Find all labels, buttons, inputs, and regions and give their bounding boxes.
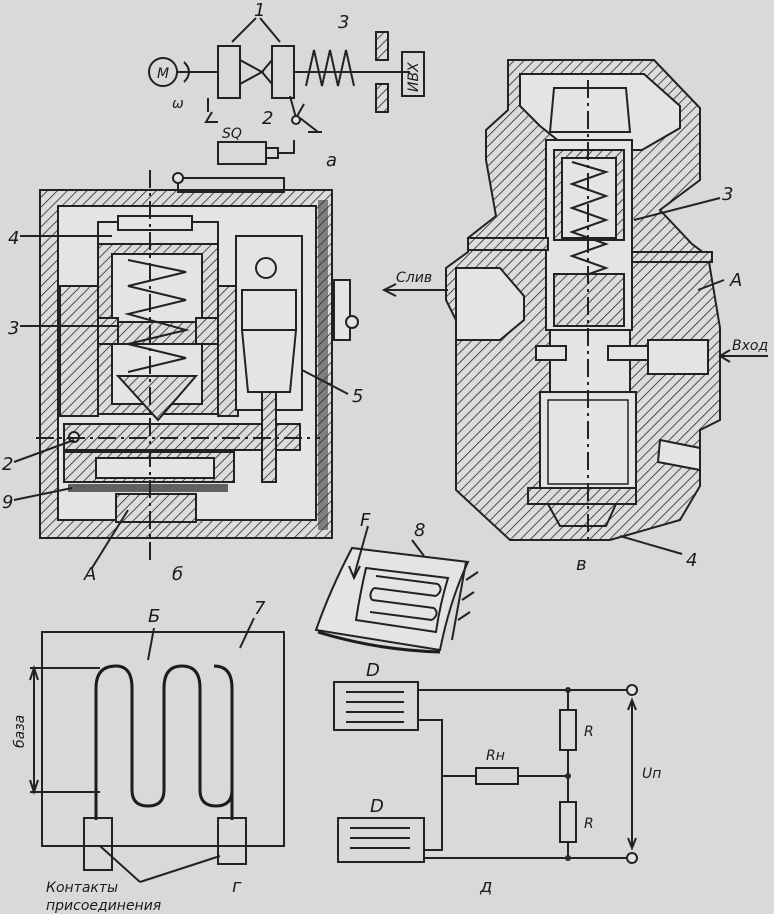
sq-sensor [217, 141, 267, 165]
label-5b: 5 [352, 386, 363, 407]
spring-b [124, 259, 190, 373]
label-b: б [172, 564, 183, 585]
label-contacts-2: присоединения [46, 898, 161, 914]
label-D2: D [370, 796, 384, 817]
gauge-substrate [41, 631, 285, 847]
clutch-half-right [271, 45, 295, 99]
label-sq: SQ [222, 126, 242, 142]
label-3b: 3 [8, 318, 19, 339]
mbx-box [401, 51, 425, 97]
figure-v: 3 A 4 Вход Слив в [381, 59, 768, 575]
label-g: г [232, 876, 242, 897]
label-a: a [326, 150, 337, 171]
label-Rn: Rн [486, 748, 505, 764]
gauge-D1 [333, 681, 419, 731]
resistor-Rn [475, 767, 519, 785]
figure-8-strain-gauge: F 8 [314, 510, 479, 654]
label-R2: R [584, 816, 594, 832]
label-force: F [360, 510, 371, 531]
valve-cap [548, 87, 632, 133]
label-gB: Б [148, 606, 160, 627]
figure-d: D D R R Rн Uп д [333, 660, 661, 897]
label-3v: 3 [722, 184, 733, 205]
gauge-grid-8 [369, 575, 439, 621]
label-8: 8 [414, 520, 425, 541]
label-contacts-1: Контакты [46, 880, 118, 896]
label-1: 1 [254, 0, 265, 21]
label-drain: Слив [396, 270, 432, 286]
label-motor: M [157, 66, 169, 82]
label-base: база [12, 715, 28, 748]
label-ivh: ИВХ [406, 62, 422, 92]
label-4v: 4 [686, 550, 697, 571]
label-2a: 2 [262, 108, 273, 129]
label-av: A [729, 270, 742, 291]
resistor-R1 [559, 709, 577, 751]
figure-a: M ω 1 3 2 SQ ИВХ a [148, 0, 425, 171]
resistor-R2 [559, 801, 577, 843]
label-R1: R [584, 724, 594, 740]
label-3a: 3 [338, 12, 349, 33]
membrane-9 [68, 484, 228, 492]
serpentine-wire [94, 664, 234, 820]
clutch-half-left [217, 45, 241, 99]
figure-g: Б 7 база Контакты присоединения г [12, 598, 285, 914]
label-input: Вход [732, 338, 768, 354]
gauge-D2 [337, 817, 425, 863]
label-7: 7 [254, 598, 266, 619]
contact-pad-left [83, 817, 113, 871]
label-2b: 2 [2, 454, 13, 475]
label-9b: 9 [2, 492, 13, 513]
label-D1: D [366, 660, 380, 681]
label-4b: 4 [8, 228, 19, 249]
cone-piston [115, 375, 199, 422]
spring-coil [305, 49, 355, 87]
figure-b: 4 3 5 2 9 A б [2, 170, 363, 585]
contact-pad-right [217, 817, 247, 865]
label-d: д [479, 876, 492, 897]
label-omega: ω [172, 96, 184, 112]
label-ab: A [83, 564, 96, 585]
label-Un: Uп [642, 766, 661, 782]
label-v: в [576, 554, 587, 575]
terminal-top [626, 684, 638, 696]
terminal-bottom [626, 852, 638, 864]
